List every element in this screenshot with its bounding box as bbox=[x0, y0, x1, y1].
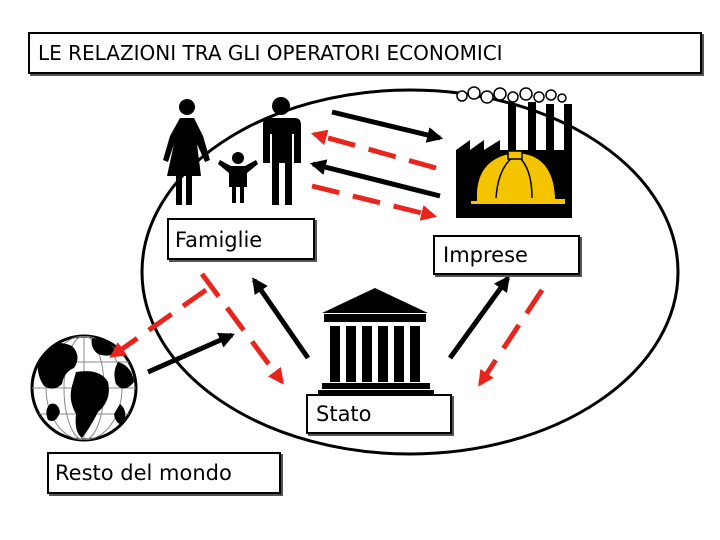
government-building-icon bbox=[318, 288, 434, 396]
arrow-famiglie-to-mondo-money bbox=[109, 287, 208, 359]
family-icon bbox=[163, 97, 301, 205]
arrow-stato-to-imprese bbox=[447, 275, 511, 360]
arrow-famiglie-to-imprese-goods bbox=[331, 109, 444, 143]
arrow-imprese-to-famiglie-money bbox=[310, 129, 437, 171]
economy-circuit-oval bbox=[140, 88, 680, 456]
arrow-famiglie-to-stato-money bbox=[199, 272, 285, 385]
diagram-title: LE RELAZIONI TRA GLI OPERATORI ECONOMICI bbox=[28, 32, 702, 74]
helmet-icon bbox=[469, 150, 567, 206]
famiglie-label: Famiglie bbox=[167, 218, 315, 260]
real-flows bbox=[146, 109, 511, 375]
arrow-imprese-to-stato-money bbox=[477, 288, 545, 387]
arrow-famiglie-to-imprese-money bbox=[311, 183, 438, 221]
arrow-imprese-to-famiglie-goods bbox=[309, 159, 441, 199]
stato-label: Stato bbox=[306, 394, 452, 434]
arrow-stato-to-famiglie bbox=[251, 277, 311, 360]
resto-del-mondo-label: Resto del mondo bbox=[47, 452, 281, 494]
monetary-flows bbox=[109, 129, 545, 387]
globe-icon bbox=[30, 334, 138, 442]
imprese-label: Imprese bbox=[433, 235, 580, 275]
arrow-mondo-to-famiglie bbox=[146, 332, 235, 375]
